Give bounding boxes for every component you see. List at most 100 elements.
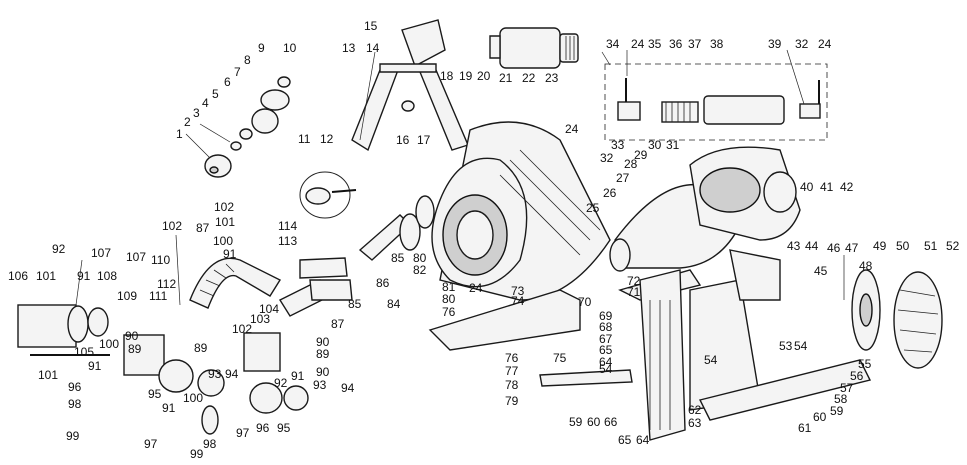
callout-60-a: 60 [587, 415, 601, 429]
callout-91-b: 91 [88, 359, 102, 373]
callout-99-a: 99 [66, 429, 80, 443]
callout-20: 20 [477, 69, 491, 83]
callout-7: 7 [234, 65, 241, 79]
callout-71: 71 [627, 285, 641, 299]
callout-79: 79 [505, 394, 519, 408]
callout-86: 86 [376, 276, 390, 290]
callout-97-b: 97 [236, 426, 250, 440]
callout-92-a: 92 [52, 242, 66, 256]
callout-98-b: 98 [203, 437, 217, 451]
callout-108: 108 [97, 269, 117, 283]
callout-91-a: 91 [77, 269, 91, 283]
callout-4: 4 [202, 96, 209, 110]
flexible-hose [189, 257, 282, 309]
callout-27: 27 [616, 171, 630, 185]
base-frame [428, 249, 872, 441]
callout-64-a: 64 [636, 433, 650, 447]
callout-15: 15 [364, 19, 378, 33]
callout-95-a: 95 [148, 387, 162, 401]
callout-110: 110 [151, 253, 170, 267]
motor-unit [489, 27, 579, 69]
callout-9: 9 [258, 41, 265, 55]
callout-40: 40 [800, 180, 814, 194]
callout-104: 104 [259, 302, 279, 316]
callout-25: 25 [586, 201, 600, 215]
callout-47: 47 [845, 241, 859, 255]
callout-82: 82 [413, 263, 427, 277]
callout-66: 66 [604, 415, 618, 429]
callout-59-b: 59 [830, 404, 844, 418]
callout-29: 29 [634, 148, 648, 162]
callout-39: 39 [768, 37, 782, 51]
callout-68: 68 [599, 320, 613, 334]
callout-80-a: 80 [413, 251, 427, 265]
knob-assembly [204, 76, 291, 178]
callout-6: 6 [224, 75, 231, 89]
callout-61: 61 [798, 421, 812, 435]
callout-3: 3 [193, 106, 200, 120]
callout-5: 5 [212, 87, 219, 101]
callout-22: 22 [522, 71, 536, 85]
callout-94-b: 94 [341, 381, 355, 395]
callout-94-a: 94 [225, 367, 239, 381]
callout-18: 18 [440, 69, 454, 83]
callout-112: 112 [157, 277, 176, 291]
callout-19: 19 [459, 69, 473, 83]
callout-106: 106 [8, 269, 28, 283]
callout-24-b: 24 [631, 37, 645, 51]
callout-32-b: 32 [795, 37, 809, 51]
callout-58: 58 [834, 392, 848, 406]
callout-43: 43 [787, 239, 801, 253]
callout-89-a: 89 [194, 341, 208, 355]
callout-17: 17 [417, 133, 431, 147]
callout-13: 13 [342, 41, 356, 55]
callout-84: 84 [387, 297, 401, 311]
callout-93-a: 93 [208, 367, 222, 381]
callout-113: 113 [278, 234, 297, 248]
callout-95-b: 95 [277, 421, 291, 435]
callout-102-a: 102 [214, 200, 234, 214]
callout-114: 114 [278, 219, 297, 233]
callout-98-a: 98 [68, 397, 82, 411]
callout-50: 50 [896, 239, 910, 253]
callout-76-b: 76 [505, 351, 519, 365]
shaft-assembly [604, 63, 828, 141]
callout-77: 77 [505, 364, 519, 378]
callout-32-a: 32 [600, 151, 614, 165]
callout-55: 55 [858, 357, 872, 371]
callout-87-a: 87 [196, 221, 210, 235]
callout-60-b: 60 [813, 410, 827, 424]
callout-65-b: 65 [599, 343, 613, 357]
callout-46: 46 [827, 241, 841, 255]
callout-81: 81 [442, 280, 456, 294]
callout-labels: 1 2 3 4 5 6 7 8 9 10 11 12 13 14 15 16 1… [8, 19, 960, 461]
callout-14: 14 [366, 41, 380, 55]
callout-8: 8 [244, 53, 251, 67]
callout-101-a: 101 [36, 269, 56, 283]
callout-42: 42 [840, 180, 854, 194]
callout-65-a: 65 [618, 433, 632, 447]
callout-100-b: 100 [183, 391, 203, 405]
callout-48: 48 [859, 259, 873, 273]
callout-70: 70 [578, 295, 592, 309]
callout-107-b: 107 [126, 250, 146, 264]
callout-52: 52 [946, 239, 960, 253]
callout-99-b: 99 [190, 447, 204, 461]
callout-54-a: 54 [704, 353, 718, 367]
fan-housing [689, 146, 801, 241]
callout-26: 26 [603, 186, 617, 200]
callout-73: 73 [511, 284, 525, 298]
callout-96-b: 96 [256, 421, 270, 435]
callout-56: 56 [850, 369, 864, 383]
callout-89-c: 89 [128, 342, 142, 356]
callout-51: 51 [924, 239, 938, 253]
callout-44: 44 [805, 239, 819, 253]
support-stand [351, 19, 469, 152]
leader-lines [75, 49, 845, 306]
callout-111: 111 [149, 289, 168, 303]
callout-59-a: 59 [569, 415, 583, 429]
callout-53: 53 [779, 339, 793, 353]
callout-24-c: 24 [818, 37, 832, 51]
